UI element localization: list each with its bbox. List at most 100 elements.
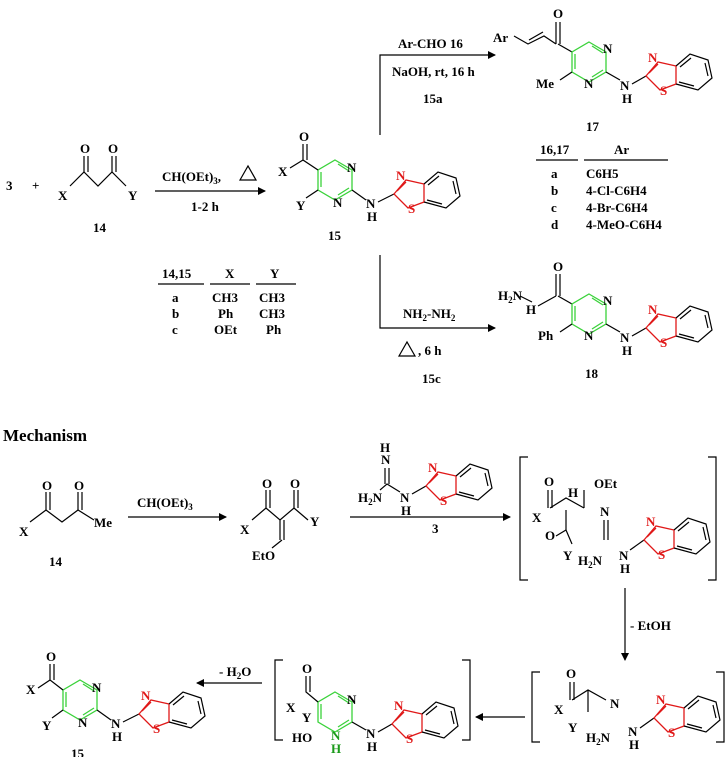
svg-text:N: N — [610, 696, 620, 711]
intermediate-3: O X Y HO N N H N H N S — [274, 659, 471, 756]
mechanism-14-label: 14 — [49, 554, 63, 569]
step3-conditions: , 6 h — [418, 343, 442, 358]
svg-text:O: O — [566, 666, 576, 681]
step3-substrate: 15c — [422, 371, 441, 386]
svg-text:O: O — [553, 259, 563, 274]
mechanism-reagent: CH(OEt)3 — [137, 495, 193, 512]
svg-text:d: d — [551, 217, 559, 232]
compound-17-label: 17 — [586, 119, 600, 134]
svg-text:X: X — [26, 682, 36, 697]
intermediate-1: O X H OEt O Y N H2N N H N S — [519, 456, 717, 581]
svg-text:4-Cl-C6H4: 4-Cl-C6H4 — [586, 183, 647, 198]
svg-text:N: N — [78, 715, 88, 730]
svg-text:H2N: H2N — [586, 730, 611, 747]
svg-text:O: O — [46, 649, 56, 664]
svg-text:c: c — [551, 200, 557, 215]
svg-text:N: N — [141, 688, 151, 703]
svg-text:N: N — [366, 726, 376, 741]
compound-15-structure: O X Y N N N H N S — [278, 129, 461, 224]
svg-text:N: N — [366, 196, 376, 211]
svg-text:S: S — [668, 725, 675, 740]
svg-text:S: S — [660, 83, 667, 98]
svg-text:N: N — [656, 692, 666, 707]
svg-text:N: N — [603, 293, 613, 308]
svg-text:b: b — [551, 183, 558, 198]
reaction-arrow-to-18 — [379, 255, 496, 332]
svg-text:CH3: CH3 — [259, 306, 286, 321]
mechanism-enol-ether: O O X Y EtO — [240, 476, 320, 563]
table-14-15: 14,15 X Y a CH3 CH3 b Ph CH3 c OEt Ph — [158, 266, 296, 337]
svg-text:S: S — [660, 335, 667, 350]
svg-text:H2N: H2N — [578, 553, 603, 570]
loss-water: - H2O — [219, 664, 251, 681]
svg-text:Y: Y — [42, 718, 52, 733]
step2-reagent: Ar-CHO 16 — [398, 36, 463, 51]
svg-text:H: H — [526, 302, 536, 317]
svg-text:Ph: Ph — [538, 328, 554, 343]
intermediate-2: O X Y N H2N N H N S — [531, 666, 725, 752]
o-atom: O — [80, 141, 90, 156]
svg-text:H: H — [401, 503, 411, 518]
svg-text:Me: Me — [536, 76, 554, 91]
svg-text:O: O — [302, 661, 312, 676]
step3-reagent: NH2-NH2 — [403, 306, 456, 323]
svg-text:H: H — [622, 91, 632, 106]
mechanism-title: Mechanism — [3, 426, 87, 445]
mechanism-compound-14: O O X Me — [19, 478, 112, 539]
svg-text:N: N — [628, 724, 638, 739]
mechanism-15-label: 15 — [71, 746, 85, 757]
loss-etoh: - EtOH — [630, 618, 671, 633]
svg-text:X: X — [19, 524, 29, 539]
svg-text:N: N — [648, 302, 658, 317]
o-atom: O — [108, 141, 118, 156]
svg-text:H: H — [380, 440, 390, 455]
svg-text:O: O — [74, 478, 84, 493]
svg-text:H: H — [367, 739, 377, 754]
svg-text:N: N — [92, 680, 102, 695]
plus-sign: + — [32, 178, 39, 193]
svg-text:a: a — [172, 290, 179, 305]
svg-text:Me: Me — [94, 515, 112, 530]
svg-text:OEt: OEt — [594, 476, 618, 491]
svg-text:CH3: CH3 — [212, 290, 239, 305]
svg-text:b: b — [172, 306, 179, 321]
heat-triangle-icon — [397, 340, 417, 357]
svg-text:O: O — [290, 476, 300, 491]
svg-text:N: N — [347, 160, 357, 175]
svg-text:H2N: H2N — [358, 490, 383, 507]
table-header: 16,17 — [540, 142, 570, 157]
svg-text:S: S — [153, 721, 160, 736]
svg-text:O: O — [553, 6, 563, 21]
svg-text:Y: Y — [310, 514, 320, 529]
svg-text:N: N — [584, 328, 594, 343]
svg-text:S: S — [440, 493, 447, 508]
svg-text:N: N — [331, 728, 341, 743]
compound-14-label: 14 — [93, 220, 107, 235]
step2-substrate: 15a — [423, 91, 443, 106]
svg-text:Y: Y — [270, 266, 280, 281]
svg-text:N: N — [347, 692, 357, 707]
svg-text:N: N — [646, 514, 656, 529]
svg-text:H: H — [112, 729, 122, 744]
svg-text:O: O — [545, 528, 555, 543]
svg-text:Y: Y — [563, 548, 573, 563]
svg-text:O: O — [42, 478, 52, 493]
mechanism-product-15: O X Y N N N H N S — [26, 649, 206, 744]
svg-text:CH3: CH3 — [259, 290, 286, 305]
svg-text:S: S — [406, 731, 413, 746]
svg-text:X: X — [240, 522, 250, 537]
svg-text:Y: Y — [296, 198, 306, 213]
svg-text:N: N — [396, 168, 406, 183]
svg-text:N: N — [600, 504, 610, 519]
reagent-3-label: 3 — [6, 178, 13, 193]
svg-text:Y: Y — [568, 720, 578, 735]
compound-18-structure: H2N H O N N Ph N H N S — [498, 259, 713, 358]
svg-text:N: N — [111, 716, 121, 731]
svg-text:4-Br-C6H4: 4-Br-C6H4 — [586, 200, 648, 215]
svg-text:Ph: Ph — [218, 306, 234, 321]
svg-text:4-MeO-C6H4: 4-MeO-C6H4 — [586, 217, 662, 232]
svg-text:a: a — [551, 166, 558, 181]
svg-text:N: N — [619, 548, 629, 563]
svg-text:Ar: Ar — [493, 30, 508, 45]
svg-text:H: H — [620, 561, 630, 576]
